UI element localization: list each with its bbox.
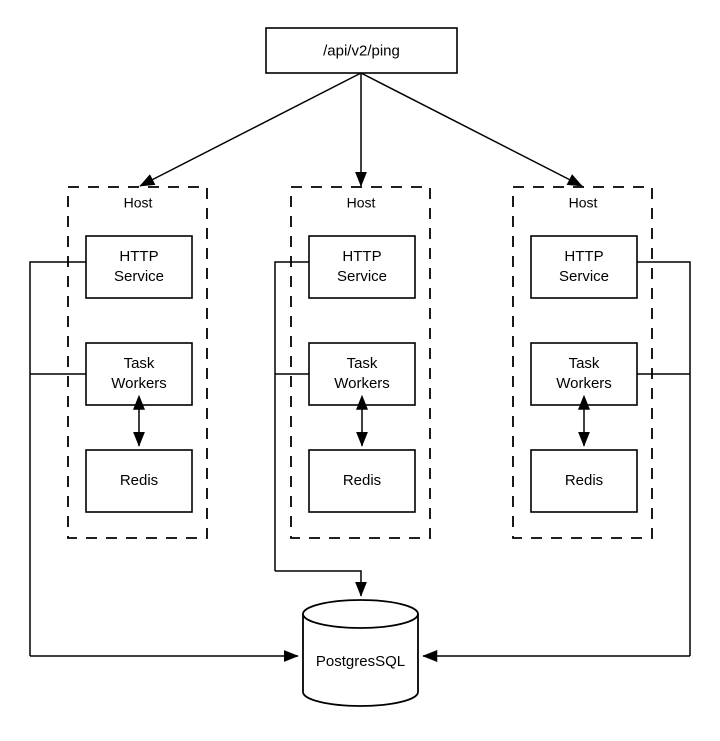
host-group-1[interactable]: Host HTTP Service Task Workers Redis bbox=[67, 186, 208, 539]
edge-entry-to-host-1 bbox=[139, 72, 362, 187]
redis-box-1[interactable] bbox=[85, 449, 193, 513]
host-group-3[interactable]: Host HTTP Service Task Workers Redis bbox=[512, 186, 653, 539]
entry-node-box bbox=[265, 27, 458, 74]
redis-box-3[interactable] bbox=[530, 449, 638, 513]
database-node[interactable]: PostgresSQL bbox=[302, 599, 419, 707]
http-service-label-3-line1: HTTP bbox=[564, 248, 603, 265]
host-label-2: Host bbox=[347, 195, 376, 211]
edge-host-3-http-service-to-bus bbox=[637, 261, 691, 656]
http-service-box-3[interactable] bbox=[530, 235, 638, 299]
task-workers-label-1-line2: Workers bbox=[111, 375, 167, 392]
host-2-to-database-edges bbox=[274, 261, 367, 597]
database-cylinder-top bbox=[302, 599, 419, 629]
host-label-1: Host bbox=[124, 195, 153, 211]
edge-host-2-http-service-to-bus bbox=[274, 261, 309, 571]
redis-label-2: Redis bbox=[343, 472, 381, 489]
task-workers-label-1-line1: Task bbox=[124, 355, 155, 372]
http-service-label-1-line1: HTTP bbox=[119, 248, 158, 265]
http-service-label-2-line2: Service bbox=[337, 268, 387, 285]
host-label-3: Host bbox=[569, 195, 598, 211]
task-workers-label-3-line2: Workers bbox=[556, 375, 612, 392]
edge-host-2-bus-to-database bbox=[275, 570, 367, 597]
edge-host-1-http-service-to-bus bbox=[29, 261, 86, 656]
http-service-label-3-line2: Service bbox=[559, 268, 609, 285]
http-service-box-2[interactable] bbox=[308, 235, 416, 299]
host-boundary-1 bbox=[67, 186, 208, 539]
http-service-box-1[interactable] bbox=[85, 235, 193, 299]
entry-node-label: /api/v2/ping bbox=[323, 42, 400, 59]
edge-entry-to-host-3 bbox=[360, 72, 583, 187]
database-label: PostgresSQL bbox=[316, 653, 405, 670]
host-1-to-database-edges bbox=[29, 261, 299, 662]
redis-box-2[interactable] bbox=[308, 449, 416, 513]
task-workers-box-3[interactable] bbox=[530, 342, 638, 406]
entry-node[interactable]: /api/v2/ping bbox=[265, 27, 458, 74]
http-service-label-2-line1: HTTP bbox=[342, 248, 381, 265]
task-workers-label-3-line1: Task bbox=[569, 355, 600, 372]
host-boundary-2 bbox=[290, 186, 431, 539]
host-group-2[interactable]: Host HTTP Service Task Workers Redis bbox=[290, 186, 431, 539]
host-boundary-3 bbox=[512, 186, 653, 539]
task-workers-label-2-line1: Task bbox=[347, 355, 378, 372]
task-workers-box-2[interactable] bbox=[308, 342, 416, 406]
host-3-to-database-edges bbox=[422, 261, 691, 662]
redis-label-3: Redis bbox=[565, 472, 603, 489]
redis-label-1: Redis bbox=[120, 472, 158, 489]
task-workers-label-2-line2: Workers bbox=[334, 375, 390, 392]
database-cylinder-body bbox=[302, 614, 419, 707]
entry-to-hosts-edges bbox=[139, 72, 583, 187]
http-service-label-1-line2: Service bbox=[114, 268, 164, 285]
